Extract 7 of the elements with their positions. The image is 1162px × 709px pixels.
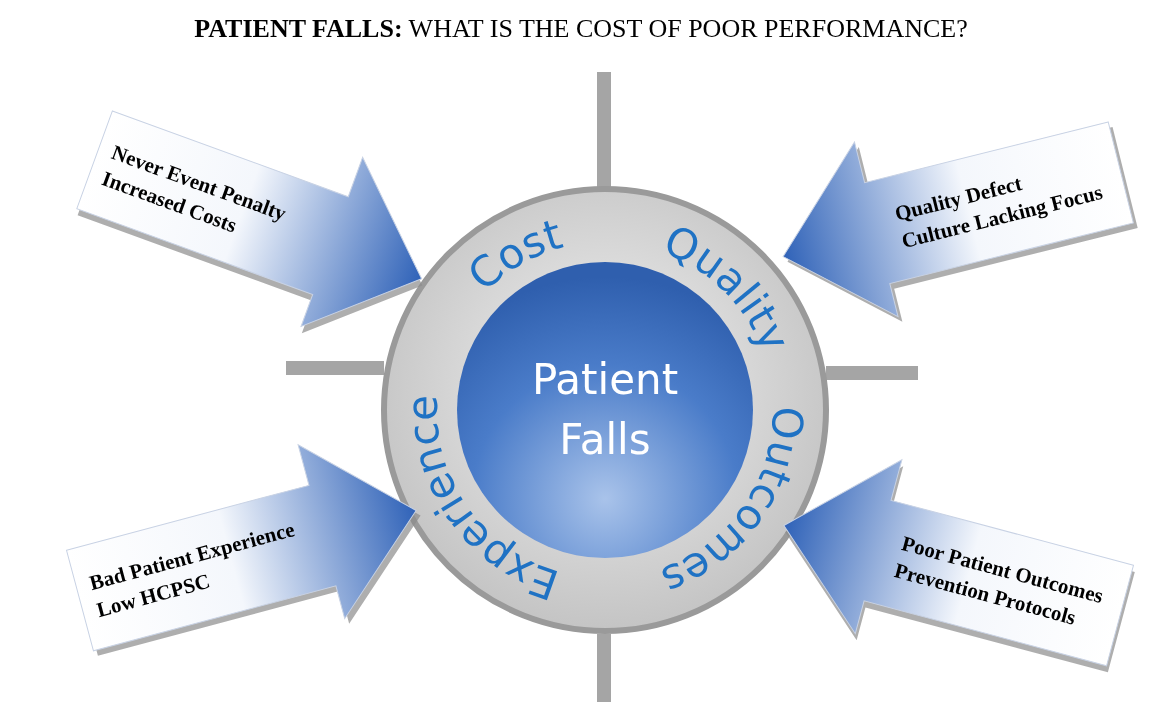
center-label: Patient Falls xyxy=(531,354,679,464)
ring-label: Cost xyxy=(458,209,568,300)
spoke-bar xyxy=(286,361,384,375)
title: PATIENT FALLS: WHAT IS THE COST OF POOR PERFORMANCE? xyxy=(193,14,969,44)
spoke-bar xyxy=(597,72,611,188)
spoke-bar xyxy=(597,634,611,702)
spoke-bar xyxy=(826,366,918,380)
